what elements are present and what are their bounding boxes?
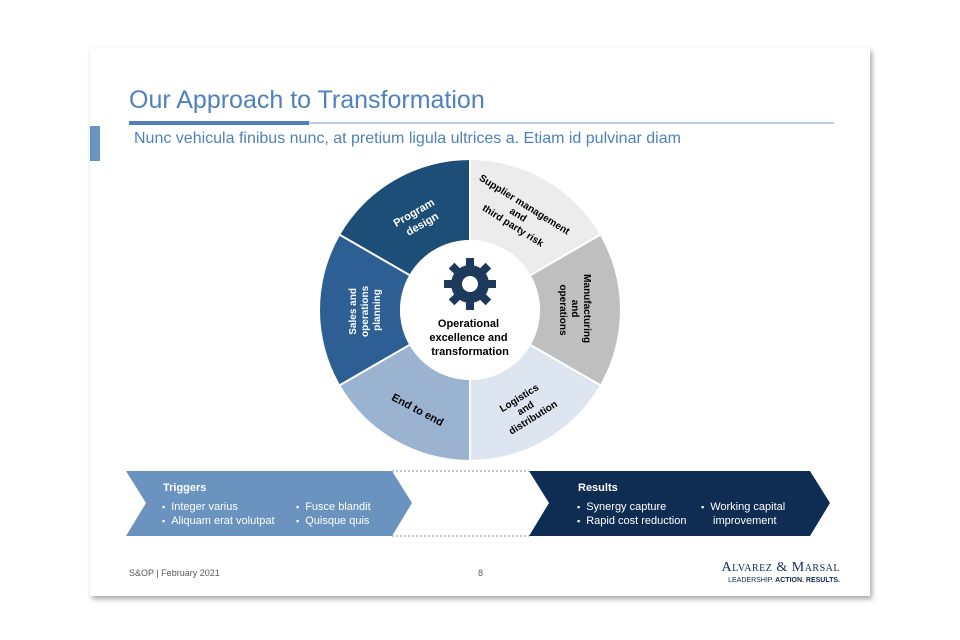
segment-program-design [340, 160, 470, 275]
slide-title: Our Approach to Transformation [129, 86, 485, 114]
title-rule-accent [129, 121, 309, 125]
list-item: Quisque quis [296, 514, 371, 528]
logo-name: Alvarez & Marsal [721, 560, 840, 575]
label-sales-operations: Sales and operations planning [348, 283, 383, 337]
segment-manufacturing [530, 235, 620, 385]
segment-sales-operations [320, 235, 410, 385]
side-tab [90, 126, 100, 161]
footer-text: S&OP | February 2021 [129, 568, 220, 578]
list-item: Fusce blandit [296, 500, 370, 514]
segment-end-to-end [340, 345, 470, 460]
slide: Our Approach to Transformation Nunc vehi… [90, 48, 870, 596]
gear-icon [444, 258, 496, 310]
center-label: Operational excellence and transformatio… [429, 318, 510, 358]
label-manufacturing: Manufacturing and operations [557, 274, 592, 346]
triggers-list-2: Fusce blandit Quisque quis [296, 500, 371, 528]
results-list-1: Synergy capture Rapid cost reduction [577, 500, 686, 528]
list-item: Aliquam erat volutpat [162, 514, 274, 528]
results-title: Results [578, 482, 618, 494]
list-item: Integer varius [162, 500, 275, 514]
triggers-list-1: Integer varius Aliquam erat volutpat [162, 500, 275, 528]
list-item: Rapid cost reduction [577, 514, 686, 528]
triggers-title: Triggers [163, 482, 207, 494]
segment-supplier-management [470, 160, 600, 275]
logo-tagline: LEADERSHIP. ACTION. RESULTS. [728, 577, 840, 584]
page-number: 8 [478, 568, 484, 578]
company-logo: Alvarez & Marsal LEADERSHIP. ACTION. RES… [690, 560, 840, 584]
slide-subtitle: Nunc vehicula finibus nunc, at pretium l… [134, 130, 681, 147]
title-rule [309, 122, 834, 124]
segment-logistics [470, 345, 600, 460]
list-item: Synergy capture [577, 500, 686, 514]
